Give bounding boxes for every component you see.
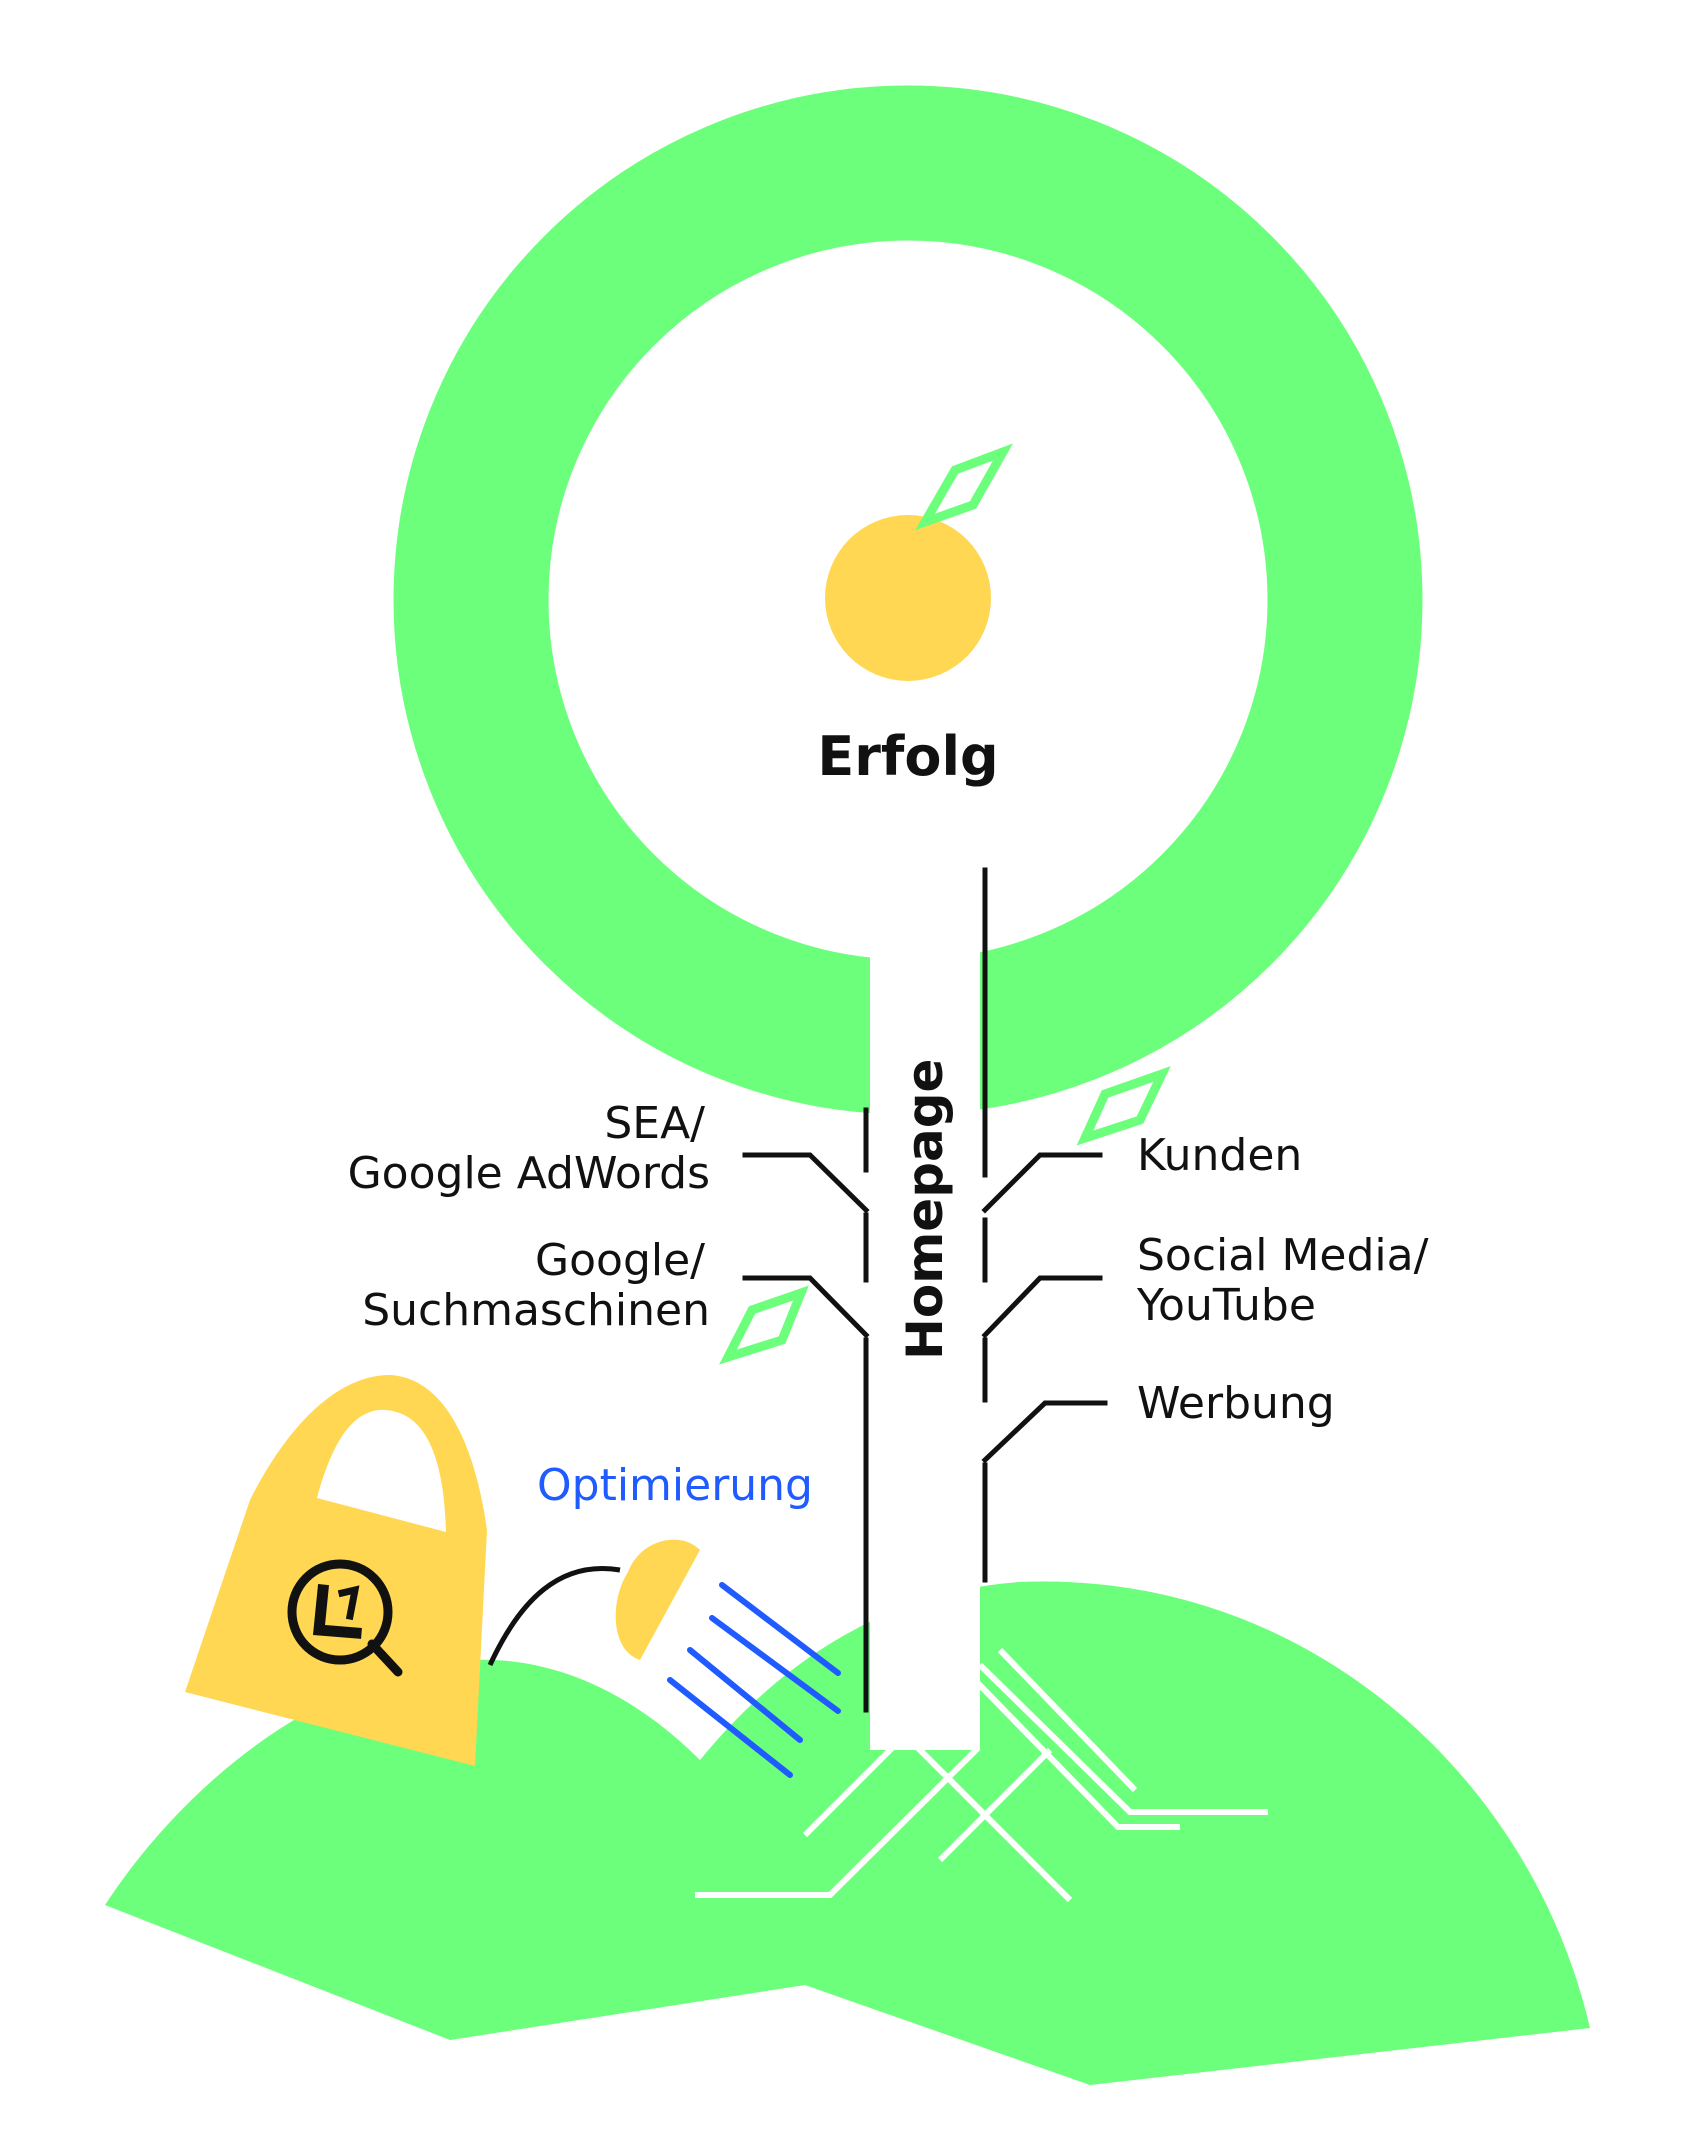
- label-google-line1: Google/: [535, 1235, 705, 1286]
- label-sea-line2: Google AdWords: [348, 1148, 710, 1199]
- leaf-icon: [719, 1285, 809, 1365]
- label-social-line1: Social Media/: [1137, 1230, 1429, 1281]
- leaf-icon: [915, 443, 1014, 531]
- stem-label: Homepage: [896, 1059, 954, 1360]
- magnifier-logo-icon: [287, 1559, 403, 1677]
- trunk: [870, 950, 980, 1750]
- watering-can-icon: [185, 1375, 700, 1766]
- leaf-icon: [1076, 1066, 1171, 1146]
- label-social-line2: YouTube: [1136, 1280, 1316, 1331]
- label-werbung: Werbung: [1137, 1378, 1335, 1429]
- trunk-lines: [742, 867, 1108, 1713]
- label-google-line2: Suchmaschinen: [362, 1285, 710, 1336]
- label-optimierung: Optimierung: [537, 1460, 813, 1511]
- roots: [695, 1647, 1268, 1903]
- label-kunden: Kunden: [1137, 1130, 1302, 1181]
- fruit-icon: [825, 515, 991, 681]
- fruit-label: Erfolg: [817, 725, 998, 788]
- label-sea-line1: SEA/: [604, 1098, 705, 1149]
- water-streams: [667, 1582, 841, 1778]
